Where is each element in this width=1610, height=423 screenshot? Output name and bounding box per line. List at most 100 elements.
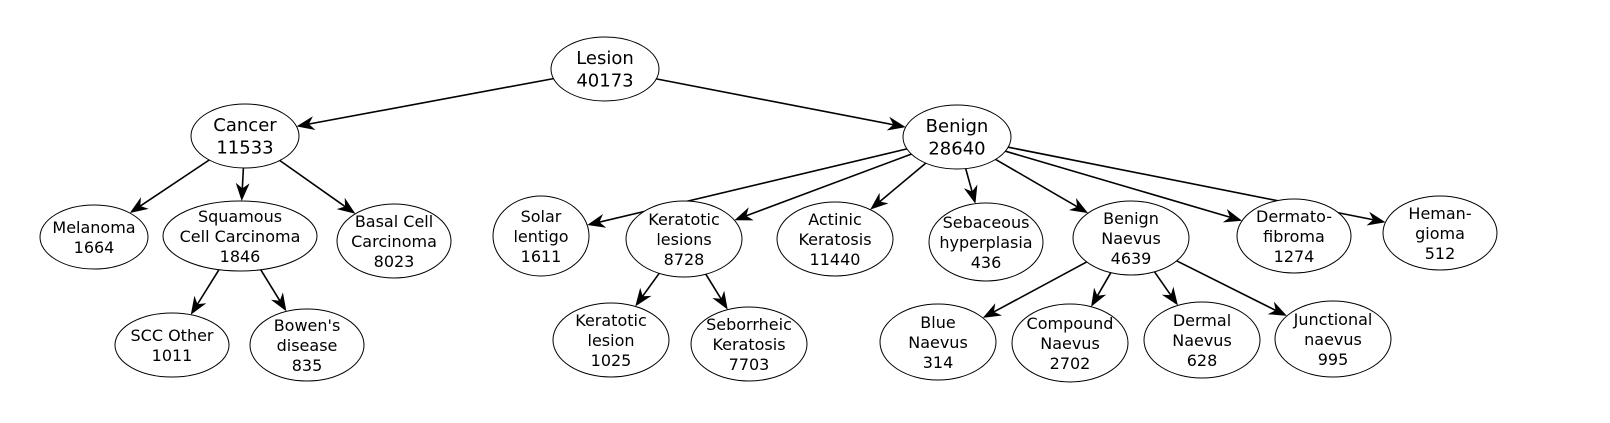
edge-line [705,273,725,304]
node-ellipse [776,201,894,277]
arrowhead-icon [734,207,754,221]
edge-benign-naevus-to-dermal-naevus [1153,271,1178,306]
node-ellipse [1011,303,1129,383]
node-label: Actinic [808,210,862,229]
node-label: Solar [521,207,562,226]
arrowhead-icon [870,192,889,210]
node-ellipse [1236,198,1352,274]
node-count: 512 [1425,244,1456,263]
edge-line [1005,150,1235,220]
node-count: 1664 [74,238,115,257]
edge-line [260,269,283,306]
arrowhead-icon [712,290,728,310]
node-label: Melanoma [52,218,135,237]
node-ellipse [114,312,230,378]
node-ellipse [552,302,670,378]
edge-benign-naevus-to-junctional-naevus [1176,260,1287,316]
node-label: Dermal [1173,311,1231,330]
edge-benign-to-keratotic-lesions [734,153,912,221]
node-label: Cancer [213,115,277,136]
node-label: hyperplasia [939,233,1032,252]
edge-squamous-cell-carcinoma-to-bowens-disease [260,269,287,312]
arrowhead-icon [271,292,287,312]
node-label: SCC Other [130,326,213,345]
node-label: Squamous [198,207,282,226]
node-count: 835 [292,356,323,375]
edge-benign-to-dermatofibroma [1005,150,1243,223]
node-label: Keratosis [798,230,871,249]
node-label: Sebaceous [943,213,1030,232]
edge-cancer-to-squamous-cell-carcinoma [235,167,250,201]
node-label: gioma [1415,224,1465,243]
edge-line [194,269,220,309]
arrowhead-icon [1161,286,1178,306]
node-count: 1611 [521,247,562,266]
node-ellipse [1382,195,1498,271]
node-label: naevus [1304,330,1362,349]
node-count: 1011 [152,346,193,365]
node-count: 628 [1187,351,1218,370]
edge-line [1176,260,1281,314]
node-label: Keratotic [648,210,720,229]
node-ellipse [1072,200,1190,276]
node-count: 11440 [810,250,861,269]
node-count: 436 [971,253,1002,272]
node-label: Compound [1027,314,1114,333]
node-ellipse [492,195,590,277]
node-label: Keratosis [712,335,785,354]
node-count: 2702 [1050,354,1091,373]
node-ellipse [336,203,452,279]
node-label: Basal Cell [355,212,433,231]
node-ellipse [249,308,365,382]
edge-line [741,153,912,219]
edge-line [989,261,1088,315]
node-ellipse [690,306,808,382]
node-count: 1025 [591,351,632,370]
edge-cancer-to-basal-cell-carcinoma [279,159,356,214]
arrowhead-icon [886,116,906,131]
node-label: Naevus [908,333,968,352]
node-ellipse [1143,301,1261,379]
edge-benign-to-actinic-keratosis [870,162,927,210]
node-count: 314 [923,353,954,372]
node-label: lesions [656,230,711,249]
arrowhead-icon [982,303,1002,318]
node-label: Naevus [1040,334,1100,353]
arrowhead-icon [336,197,356,214]
arrowhead-icon [635,287,652,307]
node-label: lesion [588,331,635,350]
edge-line [964,168,975,197]
edge-benign-naevus-to-compound-naevus [1091,272,1112,307]
edge-lesion-to-benign [656,78,906,131]
arrowhead-icon [1267,301,1287,316]
edge-keratotic-lesions-to-seborrheic-keratosis [705,273,728,310]
arrowhead-icon [296,116,316,130]
edge-layer [129,77,1386,318]
node-label: Bowen's [274,316,341,335]
node-count: 40173 [576,71,633,92]
node-label: Naevus [1172,331,1232,350]
node-count: 7703 [729,355,770,374]
node-label: Seborrheic [706,315,792,334]
node-label: Lesion [576,48,634,69]
node-label: Cell Carcinoma [180,227,301,246]
node-ellipse [190,103,300,169]
node-count: 28640 [928,139,985,160]
node-label: Keratotic [575,311,647,330]
